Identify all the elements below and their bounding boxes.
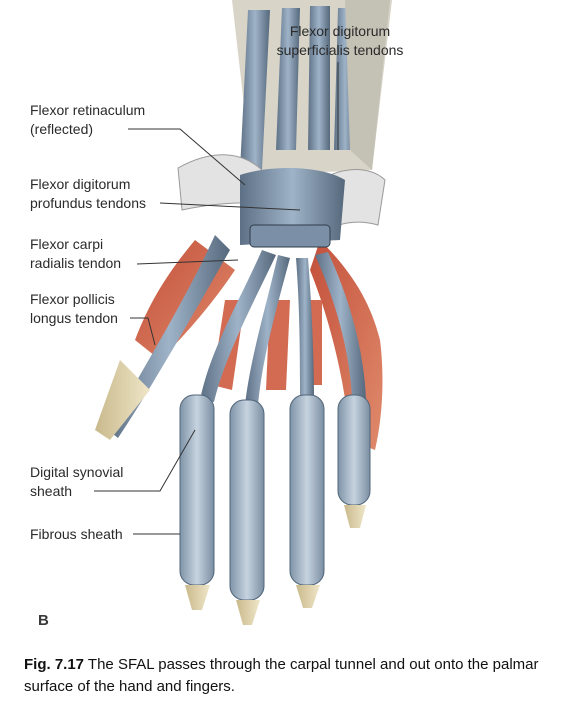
label-synovial-line2: sheath: [30, 483, 73, 499]
label-fdp-line2: profundus tendons: [30, 195, 146, 211]
label-retinaculum-line2: (reflected): [30, 121, 94, 137]
middle-finger: [229, 255, 290, 625]
label-fcr-line2: radialis tendon: [30, 255, 122, 271]
thumb: [95, 235, 230, 440]
leader-lines: [94, 62, 339, 535]
label-fpl-line2: longus tendon: [30, 310, 118, 326]
label-synovial: Digital synovial sheath: [30, 463, 123, 501]
figure-number: Fig. 7.17: [24, 656, 85, 673]
label-fds-line2: superficialis tendons: [276, 42, 404, 58]
label-fpl: Flexor pollicis longus tendon: [30, 290, 118, 328]
index-finger: [179, 250, 276, 610]
label-fdp-line1: Flexor digitorum: [30, 176, 131, 192]
label-fds-line1: Flexor digitorum: [289, 23, 391, 39]
label-fcr-line1: Flexor carpi: [30, 236, 104, 252]
little-finger: [315, 252, 371, 528]
figure-caption: Fig. 7.17 The SFAL passes through the ca…: [24, 654, 559, 698]
ring-finger: [289, 258, 325, 608]
label-fibrous: Fibrous sheath: [30, 526, 123, 542]
forearm: [232, 0, 392, 175]
carpal-tendons: [240, 168, 345, 248]
label-retinaculum: Flexor retinaculum (reflected): [30, 101, 145, 139]
label-fcr: Flexor carpi radialis tendon: [30, 235, 121, 273]
label-fdp: Flexor digitorum profundus tendons: [30, 175, 146, 213]
label-synovial-line1: Digital synovial: [30, 464, 124, 480]
caption-text: The SFAL passes through the carpal tunne…: [24, 656, 539, 695]
hand-anatomy-illustration: [94, 0, 392, 625]
label-fpl-line1: Flexor pollicis: [30, 291, 115, 307]
panel-letter: B: [38, 612, 49, 629]
label-retinaculum-line1: Flexor retinaculum: [30, 102, 146, 118]
label-fds: Flexor digitorum superficialis tendons: [250, 22, 430, 60]
